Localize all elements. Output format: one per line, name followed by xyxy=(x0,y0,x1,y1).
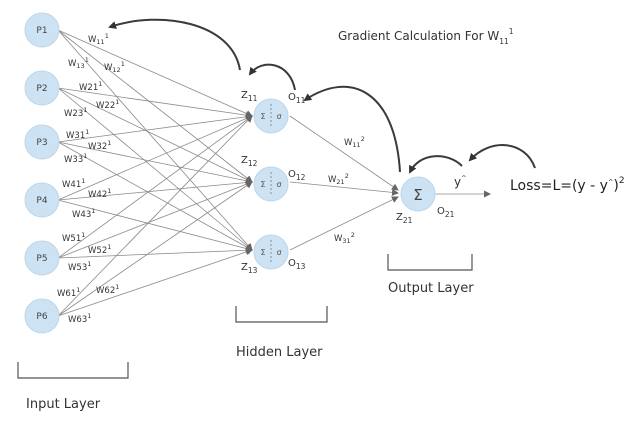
weight-label-w12: W121 xyxy=(104,60,125,74)
backprop-arrow-output-to-o11 xyxy=(303,85,401,173)
edge-p4-h3 xyxy=(57,199,253,252)
weight-label-w32: W321 xyxy=(88,139,111,152)
edge-p4-h2 xyxy=(57,179,253,201)
output-layer-caption: Output Layer xyxy=(388,281,474,296)
input-node-label: P1 xyxy=(36,26,47,36)
input-node-p5: P5 xyxy=(24,240,60,276)
output-node-labels: Z21 O21 xyxy=(396,206,455,225)
backprop-arrow-z11-to-w11 xyxy=(108,18,241,71)
weight-label-w31-2: W312 xyxy=(334,231,355,245)
weight-label-w11: W111 xyxy=(88,32,109,46)
weight-label-w23: W231 xyxy=(64,106,87,119)
edge-p5-h3 xyxy=(57,246,253,259)
hidden-layer-caption: Hidden Layer xyxy=(236,345,323,360)
edge-h2-out xyxy=(289,181,399,196)
edge-p1-h3 xyxy=(57,29,253,251)
z-label: Z11 xyxy=(241,90,258,103)
output-node: Σ xyxy=(400,176,436,212)
edge-h1-out xyxy=(289,115,399,191)
o-label: O11 xyxy=(288,92,306,105)
input-node-label: P3 xyxy=(36,138,47,148)
hidden-weight-labels: W112 W212 W312 xyxy=(328,135,365,245)
input-layer-nodes: P1 P2 P3 P4 P5 P6 xyxy=(24,12,60,334)
input-layer-caption: Input Layer xyxy=(26,397,101,412)
backprop-arrow-loss-to-yhat xyxy=(468,144,536,169)
edge-p1-h1 xyxy=(57,29,253,117)
edge-p5-h2 xyxy=(57,180,253,259)
weight-label-w33: W331 xyxy=(64,152,87,165)
edge-p5-h1 xyxy=(57,115,253,259)
weight-label-w13: W131 xyxy=(68,56,89,70)
weight-label-w51: W511 xyxy=(62,231,85,244)
sum-icon: Σ xyxy=(260,112,265,121)
sum-icon: Σ xyxy=(260,248,265,257)
edge-p4-h1 xyxy=(57,115,253,201)
weight-label-w43: W431 xyxy=(72,207,95,220)
hidden-node-1: Σ σ xyxy=(253,98,289,134)
output-layer-bracket xyxy=(387,254,473,271)
backprop-arrows xyxy=(108,18,536,174)
input-node-p1: P1 xyxy=(24,12,60,48)
weight-label-w61: W611 xyxy=(57,286,80,299)
z-label: Z12 xyxy=(241,155,258,168)
edge-p3-h2 xyxy=(57,141,253,185)
hidden-layer-nodes: Σ σ Σ σ Σ σ xyxy=(253,98,289,270)
o-label: O12 xyxy=(288,169,306,182)
sigma-icon: σ xyxy=(276,248,281,257)
o-label: O13 xyxy=(288,258,306,271)
hidden-node-3: Σ σ xyxy=(253,234,289,270)
hidden-node-labels: Z11 O11 Z12 O12 Z13 O13 xyxy=(241,90,306,275)
weight-label-w21: W211 xyxy=(79,80,102,93)
o-label: O21 xyxy=(437,206,455,219)
input-node-p2: P2 xyxy=(24,70,60,106)
weight-label-w63: W631 xyxy=(68,312,91,325)
input-node-label: P5 xyxy=(36,254,47,264)
input-layer-bracket xyxy=(17,362,129,379)
input-node-label: P6 xyxy=(36,312,47,322)
edge-p6-h1 xyxy=(57,115,253,317)
sum-icon: Σ xyxy=(413,186,422,204)
backprop-arrow-yhat-to-output xyxy=(409,155,463,174)
sum-icon: Σ xyxy=(260,180,265,189)
sigma-icon: σ xyxy=(276,112,281,121)
sigma-icon: σ xyxy=(276,180,281,189)
weight-label-w31: W311 xyxy=(66,128,89,141)
layer-brackets xyxy=(17,254,473,379)
edge-p2-h1 xyxy=(57,87,253,119)
input-weight-labels: W111 W131 W121 W211 W221 W231 W311 W321 … xyxy=(57,32,125,325)
z-label: Z13 xyxy=(241,262,258,275)
edge-p6-h2 xyxy=(57,181,253,317)
hidden-output-connections xyxy=(289,115,491,251)
input-node-p4: P4 xyxy=(24,182,60,218)
weight-label-w52: W521 xyxy=(88,243,111,256)
input-node-label: P4 xyxy=(36,196,47,206)
weight-label-w41: W411 xyxy=(62,177,85,190)
weight-label-w11-2: W112 xyxy=(344,135,365,149)
hidden-node-2: Σ σ xyxy=(253,166,289,202)
input-node-p3: P3 xyxy=(24,124,60,160)
z-label: Z21 xyxy=(396,212,413,225)
backprop-arrow-o11-to-z11 xyxy=(248,63,296,91)
edge-p6-h3 xyxy=(57,248,253,317)
weight-label-w42: W421 xyxy=(88,187,111,200)
edge-p2-h2 xyxy=(57,87,253,183)
weight-label-w21-2: W212 xyxy=(328,172,349,186)
input-node-p6: P6 xyxy=(24,298,60,334)
edge-h3-out xyxy=(289,196,399,251)
hidden-layer-bracket xyxy=(235,306,328,323)
input-hidden-connections xyxy=(57,29,253,317)
edge-p3-h1 xyxy=(57,113,253,143)
edge-p1-h2 xyxy=(57,29,253,183)
edge-p3-h3 xyxy=(57,141,253,251)
diagram-title: Gradient Calculation For W111 xyxy=(338,27,514,46)
weight-label-w22: W221 xyxy=(96,98,119,111)
weight-label-w53: W531 xyxy=(68,260,91,273)
y-hat-label: y^ xyxy=(454,174,467,189)
loss-formula: Loss=L=(y - y^)2 xyxy=(510,176,625,194)
weight-label-w62: W621 xyxy=(96,283,119,296)
edge-p2-h3 xyxy=(57,87,253,251)
input-node-label: P2 xyxy=(36,84,47,94)
